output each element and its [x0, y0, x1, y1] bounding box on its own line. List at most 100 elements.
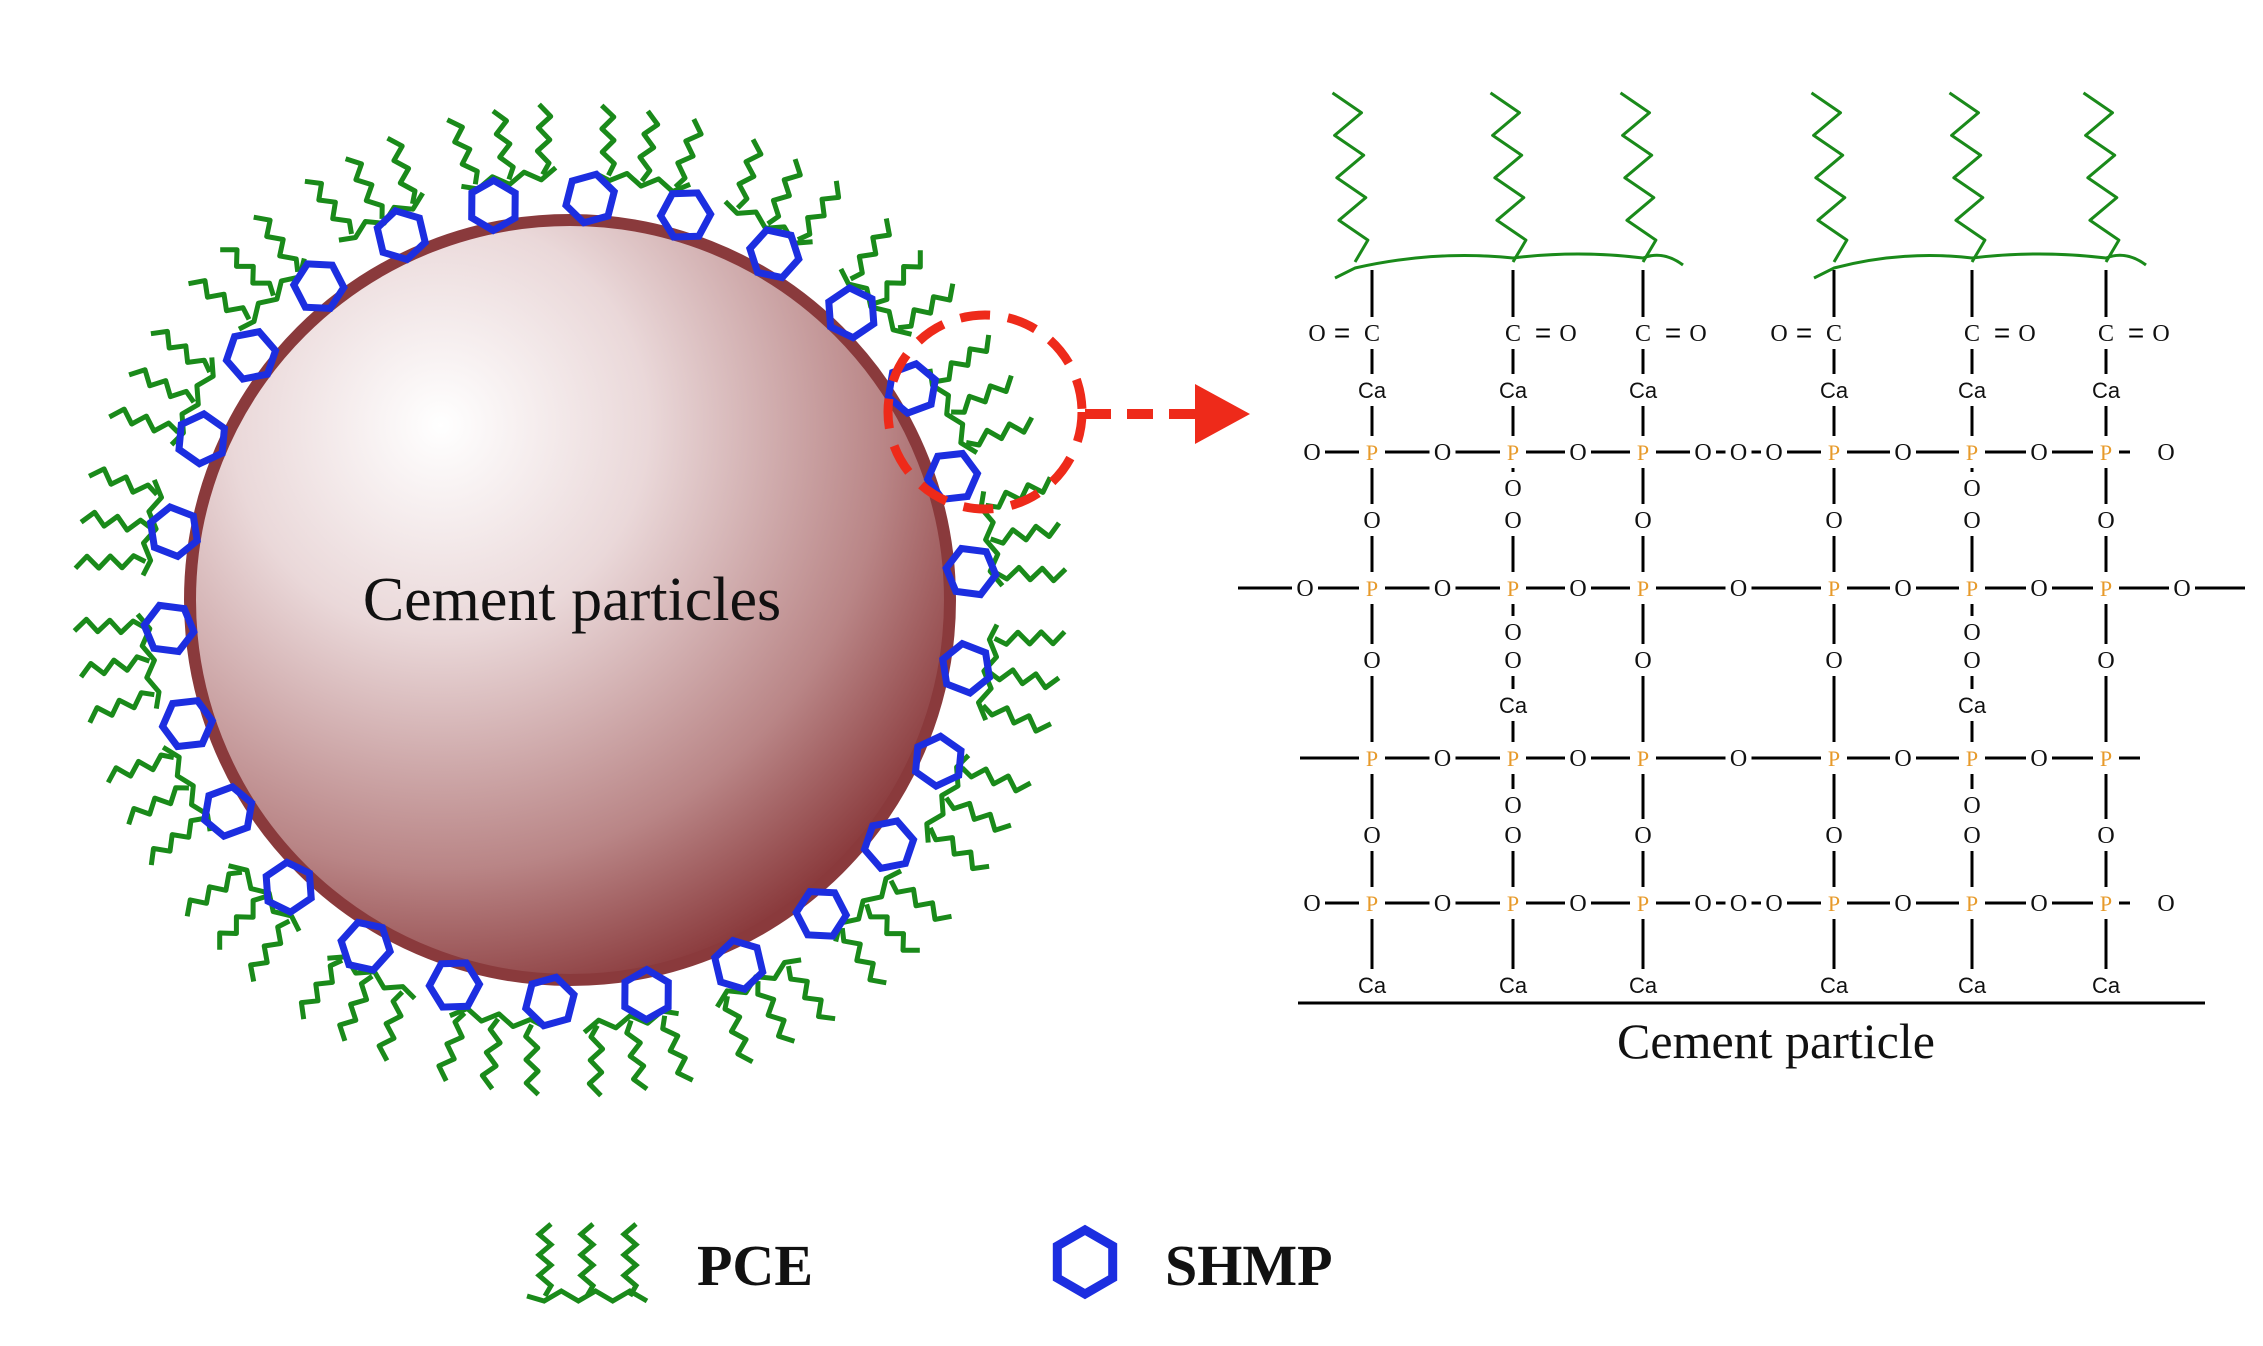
svg-text:=: =: [2128, 317, 2144, 348]
atom-calcium: Ca: [1958, 973, 1987, 998]
atom-phosphorus: P: [2100, 440, 2112, 465]
shmp-hexagon: [337, 918, 395, 974]
pce-chain: [582, 1008, 694, 1098]
shmp-legend-icon: [1052, 1224, 1118, 1300]
atom-phosphorus: P: [1637, 440, 1649, 465]
atom-oxygen: O: [1363, 823, 1380, 849]
atom-phosphorus: P: [1828, 891, 1840, 916]
shmp-hexagon: [140, 601, 198, 656]
shmp-hexagon: [262, 858, 315, 917]
shmp-hexagon: [521, 973, 578, 1030]
atom-oxygen: O: [1504, 823, 1521, 849]
atom-calcium: Ca: [1499, 693, 1528, 718]
atom-oxygen: O: [1825, 508, 1842, 534]
atom-oxygen: O: [1894, 576, 1911, 602]
svg-text:=: =: [1535, 317, 1551, 348]
pce-chain: [72, 612, 162, 724]
atom-oxygen: O: [1963, 508, 1980, 534]
atom-oxygen: O: [2030, 576, 2047, 602]
pce-chain: [188, 214, 307, 332]
atom-phosphorus: P: [1366, 891, 1378, 916]
atom-oxygen: O: [2157, 891, 2174, 917]
shmp-hexagon: [860, 817, 918, 873]
atom-oxygen: O: [1825, 648, 1842, 674]
pce-chain: [184, 863, 302, 982]
atom-phosphorus: P: [1507, 576, 1519, 601]
pce-chain: [436, 1006, 547, 1097]
shmp-hexagon: [425, 959, 484, 1011]
atom-carbon: C: [1635, 321, 1651, 347]
atom-oxygen: O: [1634, 823, 1651, 849]
pce-chain: [833, 868, 952, 986]
atom-oxygen: O: [1434, 891, 1451, 917]
atom-phosphorus: P: [1828, 576, 1840, 601]
atom-oxygen: O: [1363, 648, 1380, 674]
atom-oxygen: O: [1569, 576, 1586, 602]
atom-carbon: C: [2098, 321, 2114, 347]
atom-calcium: Ca: [1820, 973, 1849, 998]
atom-phosphorus: P: [2100, 746, 2112, 771]
shmp-hexagon: [825, 283, 878, 342]
atom-oxygen: O: [2030, 440, 2047, 466]
atom-oxygen: O: [1694, 891, 1711, 917]
atom-oxygen: O: [1504, 620, 1521, 646]
atom-carbon: C: [1505, 321, 1521, 347]
atom-oxygen: O: [1504, 793, 1521, 819]
shmp-hexagon: [621, 965, 672, 1024]
atom-oxygen: O: [2030, 746, 2047, 772]
atom-oxygen: O: [1303, 891, 1320, 917]
atom-oxygen: O: [1434, 576, 1451, 602]
atom-oxygen: O: [1434, 746, 1451, 772]
left-panel: Cement particles: [72, 102, 1250, 1098]
shmp-hexagon: [884, 359, 940, 418]
atom-oxygen: O: [1825, 823, 1842, 849]
atom-phosphorus: P: [1637, 891, 1649, 916]
atom-oxygen: O: [2097, 648, 2114, 674]
atom-carbon: C: [1964, 321, 1980, 347]
atom-phosphorus: P: [1966, 576, 1978, 601]
pce-chain: [838, 218, 956, 337]
atom-phosphorus: P: [1366, 576, 1378, 601]
atom-oxygen: O: [1765, 891, 1782, 917]
shmp-hexagon: [289, 260, 348, 312]
pce-backbone-layer: [1331, 91, 2147, 280]
atom-oxygen: O: [2030, 891, 2047, 917]
atom-phosphorus: P: [1507, 891, 1519, 916]
atom-phosphorus: P: [1966, 891, 1978, 916]
pce-chain: [298, 954, 417, 1062]
pce-chain: [105, 745, 213, 866]
atom-phosphorus: P: [2100, 576, 2112, 601]
atom-oxygen: O: [1963, 620, 1980, 646]
pce-chain: [73, 466, 164, 577]
atom-oxygen: O: [1963, 793, 1980, 819]
zoom-arrow: [1085, 384, 1250, 444]
pce-chain: [976, 623, 1067, 734]
shmp-hexagon-layer: [140, 170, 1000, 1030]
atom-oxygen: O: [2157, 440, 2174, 466]
shmp-hexagon: [468, 176, 519, 235]
atom-oxygen: O: [1559, 321, 1576, 347]
cement-particle-sphere: [184, 214, 956, 986]
shmp-hexagon: [562, 170, 619, 227]
legend-label-shmp: SHMP: [1165, 1233, 1333, 1298]
atom-oxygen: O: [2152, 321, 2169, 347]
atom-phosphorus: P: [1637, 746, 1649, 771]
atom-phosphorus: P: [1966, 746, 1978, 771]
atom-oxygen: O: [1730, 576, 1747, 602]
atom-oxygen: O: [1730, 891, 1747, 917]
atom-calcium: Ca: [2092, 973, 2121, 998]
atom-oxygen: O: [2173, 576, 2190, 602]
atom-calcium: Ca: [1958, 693, 1987, 718]
atom-calcium: Ca: [1358, 378, 1387, 403]
atom-oxygen: O: [1730, 440, 1747, 466]
shmp-hexagon: [792, 888, 851, 940]
atom-oxygen: O: [1434, 440, 1451, 466]
svg-text:=: =: [1796, 317, 1812, 348]
atom-phosphorus: P: [1366, 440, 1378, 465]
atom-phosphorus: P: [1366, 746, 1378, 771]
atom-phosphorus: P: [1507, 746, 1519, 771]
atom-oxygen: O: [1770, 321, 1787, 347]
atom-oxygen: O: [1504, 648, 1521, 674]
